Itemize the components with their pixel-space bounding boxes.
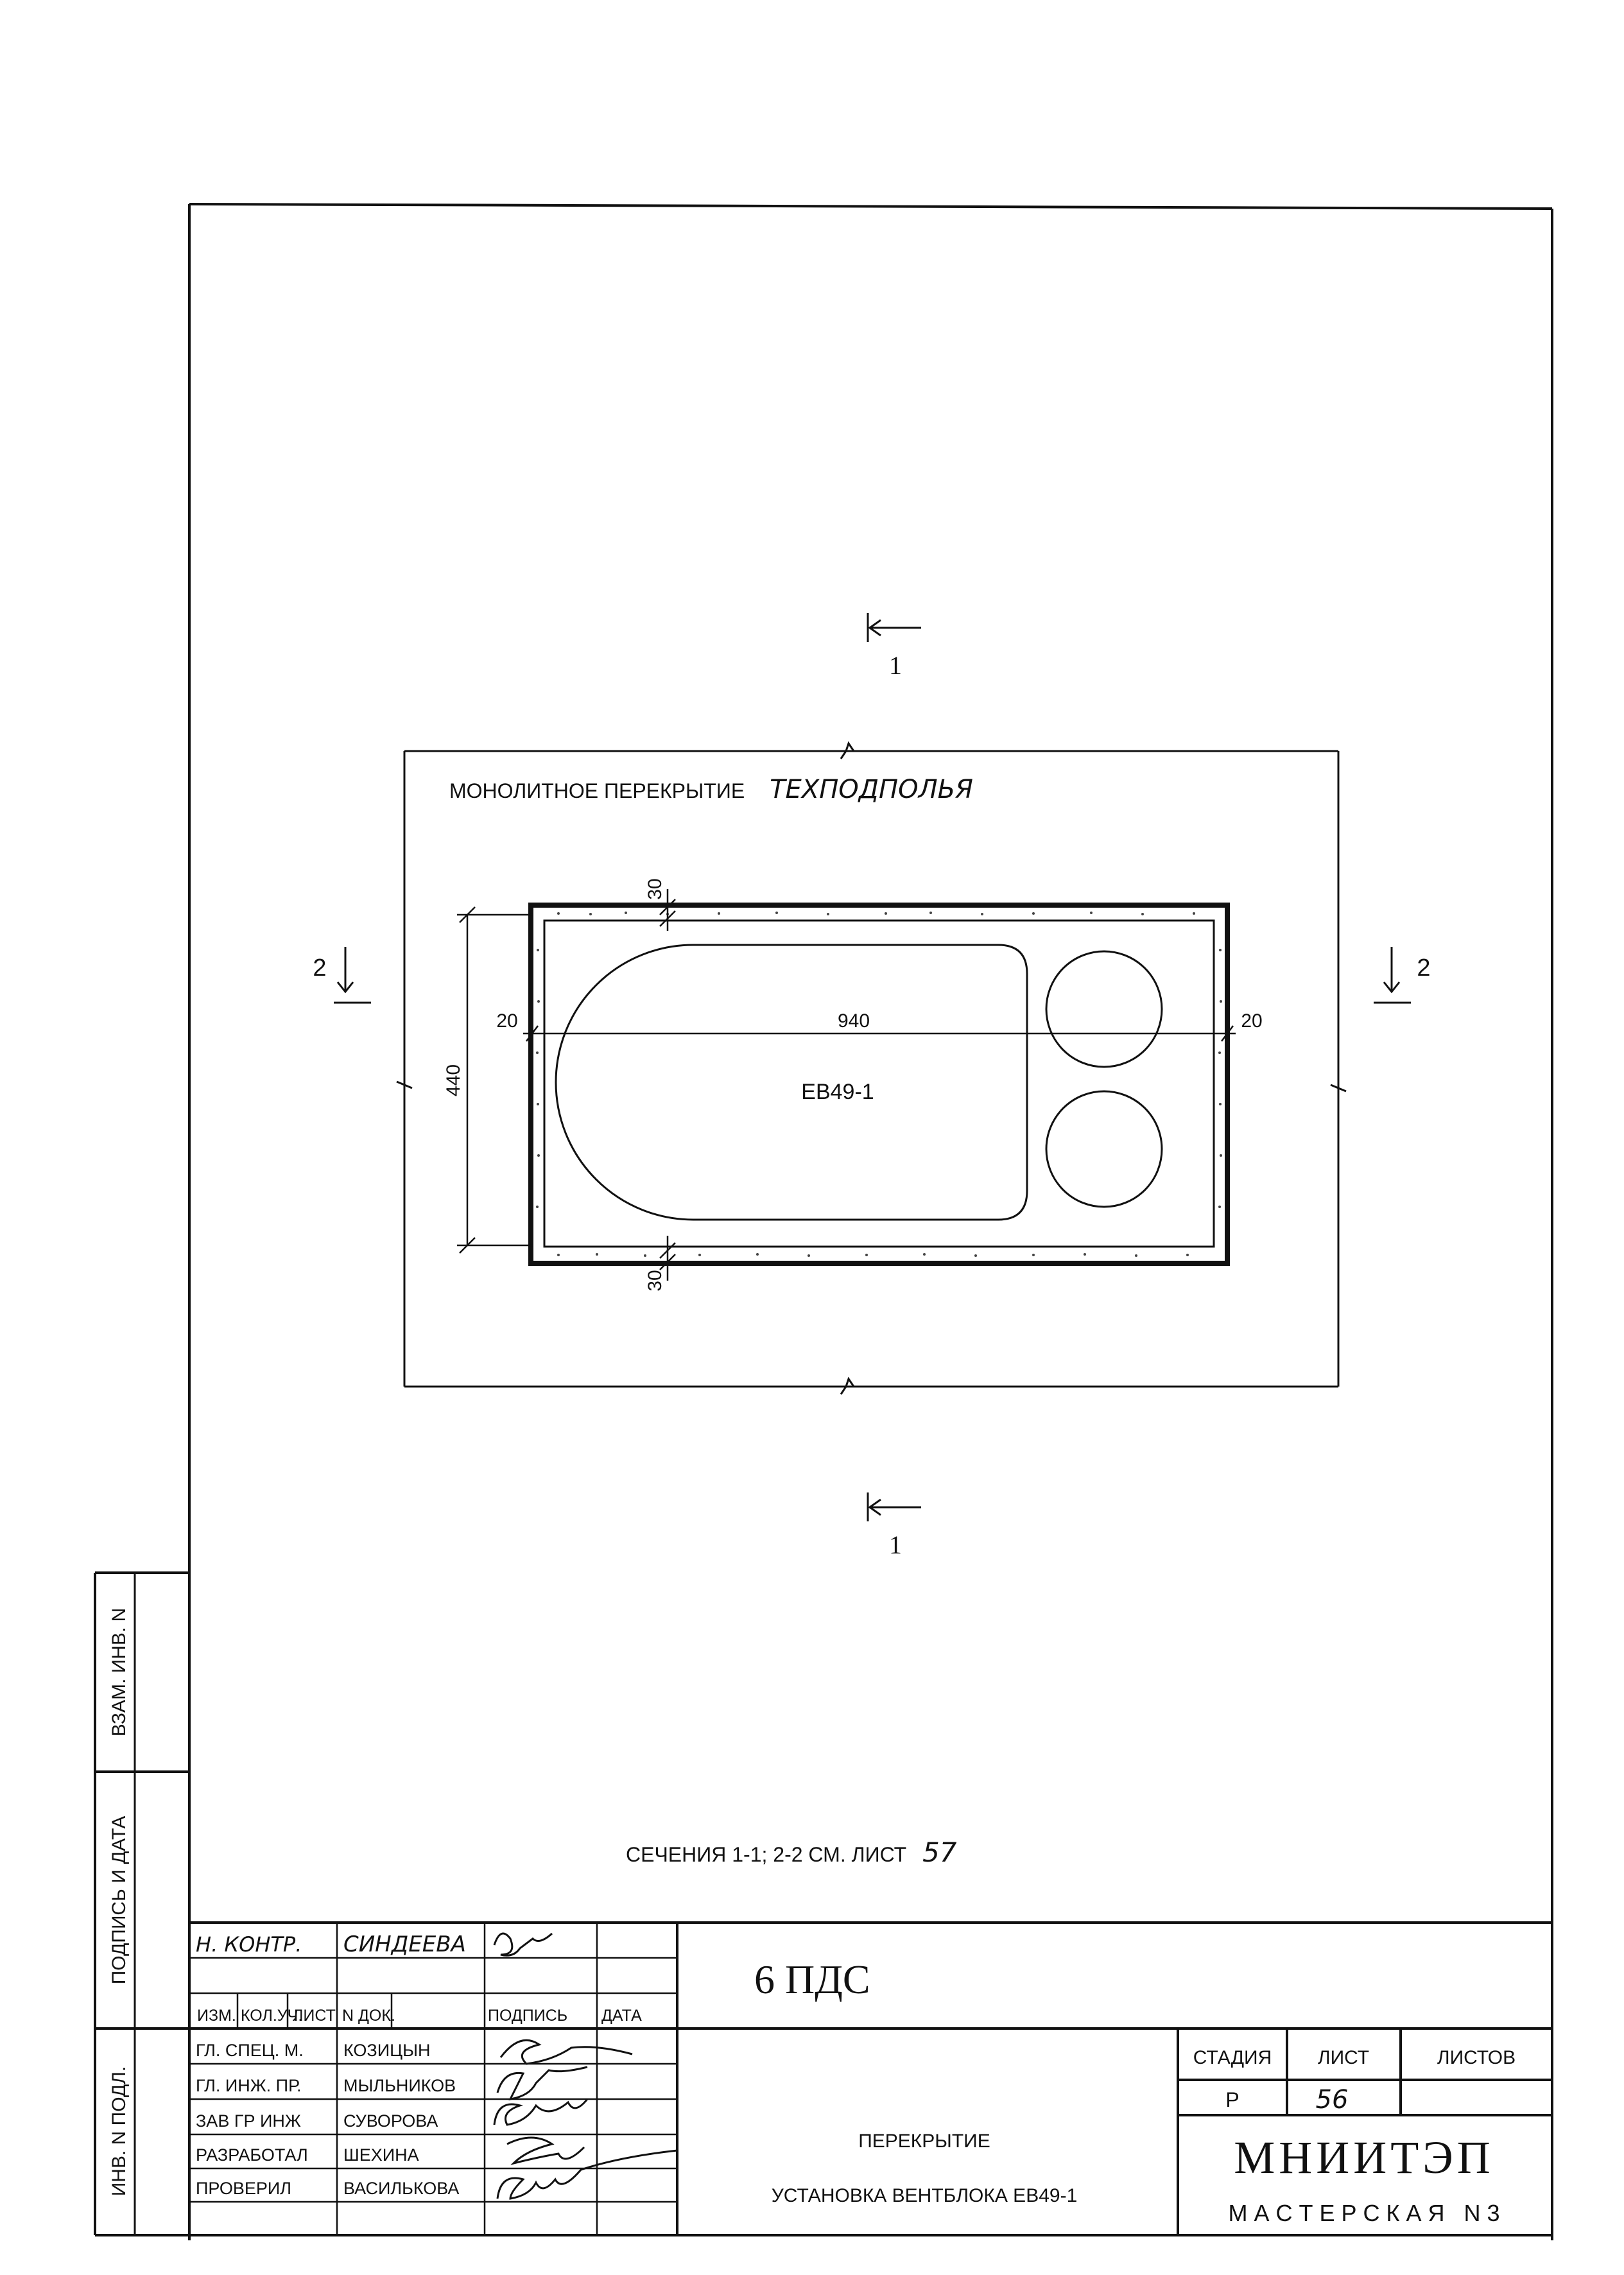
vent-block-channel-upper — [1045, 950, 1163, 1068]
side-stamp: ВЗАМ. ИНВ. N ПОДПИСЬ И ДАТА ИНВ. N ПОДЛ. — [108, 1608, 130, 2196]
section-mark-1-top-label: 1 — [889, 651, 902, 680]
sheets-header: ЛИСТОВ — [1437, 2047, 1516, 2068]
slab-label-part2: ТЕХПОДПОЛЬЯ — [770, 775, 973, 804]
dimension-bottom-gap: 30 — [644, 1270, 666, 1291]
section-mark-1-bottom — [867, 1492, 921, 1521]
signatory-role: ГЛ. ИНЖ. ПР. — [196, 2076, 301, 2095]
signatory-role: РАЗРАБОТАЛ — [196, 2145, 308, 2165]
sheet-header: ЛИСТ — [1318, 2047, 1369, 2068]
section-mark-1-top — [867, 613, 921, 642]
dimension-lines — [457, 889, 1236, 1281]
vent-block-main-channel — [555, 944, 1028, 1221]
header-col-data: ДАТА — [601, 2007, 642, 2025]
side-stamp-original-inv: ИНВ. N ПОДЛ. — [108, 2066, 130, 2197]
header-col-n-dok: N ДОК. — [342, 2007, 395, 2025]
title-block-rows — [189, 1923, 677, 2235]
organization-name: МНИИТЭП — [1234, 2132, 1494, 2183]
header-col-podpis: ПОДПИСЬ — [488, 2007, 567, 2025]
sections-note-text: СЕЧЕНИЯ 1-1; 2-2 СМ. ЛИСТ — [626, 1843, 906, 1866]
section-mark-2-right — [1374, 947, 1411, 1004]
signatory-name: КОЗИЦЫН — [343, 2041, 431, 2060]
header-col-kol-uch: КОЛ.УЧ. — [241, 2007, 302, 2025]
signatory-name: СУВОРОВА — [343, 2111, 438, 2131]
signatory-name: ШЕХИНА — [343, 2145, 419, 2165]
drawing-title-line1: ПЕРЕКРЫТИЕ — [858, 2131, 990, 2152]
slab-outline — [396, 741, 1347, 1395]
signatory-role: ЗАВ ГР ИНЖ — [196, 2111, 301, 2131]
sections-note-sheet: 57 — [922, 1837, 957, 1868]
slab-label: МОНОЛИТНОЕ ПЕРЕКРЫТИЕ ТЕХПОДПОЛЬЯ — [449, 775, 973, 804]
section-mark-2-right-label: 2 — [1417, 955, 1430, 982]
side-stamp-signature-date: ПОДПИСЬ И ДАТА — [108, 1816, 130, 1985]
dimension-side-gap-left: 20 — [496, 1010, 517, 1032]
dimension-side-gap-right: 20 — [1241, 1010, 1262, 1032]
vent-block-channel-lower — [1045, 1090, 1163, 1208]
signatory-role: ПРОВЕРИЛ — [196, 2179, 291, 2198]
header-col-list: ЛИСТ — [293, 2007, 336, 2025]
side-stamp-replacement-inv: ВЗАМ. ИНВ. N — [108, 1608, 130, 1736]
header-col-izm: ИЗМ. — [197, 2007, 236, 2025]
signatory-role: ГЛ. СПЕЦ. М. — [196, 2041, 304, 2060]
sheet-value: 56 — [1316, 2085, 1349, 2115]
slab-label-part1: МОНОЛИТНОЕ ПЕРЕКРЫТИЕ — [449, 779, 745, 802]
stage-header: СТАДИЯ — [1193, 2047, 1272, 2068]
drawing-title-line2: УСТАНОВКА ВЕНТБЛОКА ЕВ49-1 — [772, 2185, 1078, 2206]
title-block-grid — [189, 1921, 1552, 2236]
vent-block-label: ЕВ49-1 — [801, 1080, 874, 1104]
project-code: 6 ПДС — [754, 1957, 870, 2002]
section-mark-2-left — [334, 947, 371, 1004]
stage-value: Р — [1225, 2088, 1239, 2111]
grout-fill — [536, 912, 1222, 1257]
signature-marks — [493, 1932, 678, 2200]
vent-block — [555, 944, 1163, 1221]
block-opening — [528, 903, 1230, 1266]
norm-control-role: Н. КОНТР. — [196, 1932, 302, 1957]
signatory-name: ВАСИЛЬКОВА — [343, 2179, 459, 2198]
section-mark-1-bottom-label: 1 — [889, 1530, 902, 1559]
workshop-name: М А С Т Е Р С К А Я N 3 — [1228, 2200, 1499, 2226]
dimension-top-gap: 30 — [644, 878, 666, 899]
norm-control-name: СИНДЕЕВА — [343, 1932, 466, 1957]
dimension-width-total: 940 — [838, 1010, 870, 1032]
sheet-frame — [94, 203, 1553, 2240]
section-mark-2-left-label: 2 — [313, 955, 326, 982]
dimension-height-total: 440 — [443, 1064, 464, 1096]
signatory-name: МЫЛЬНИКОВ — [343, 2076, 456, 2095]
sections-note: СЕЧЕНИЯ 1-1; 2-2 СМ. ЛИСТ 57 — [626, 1837, 957, 1868]
